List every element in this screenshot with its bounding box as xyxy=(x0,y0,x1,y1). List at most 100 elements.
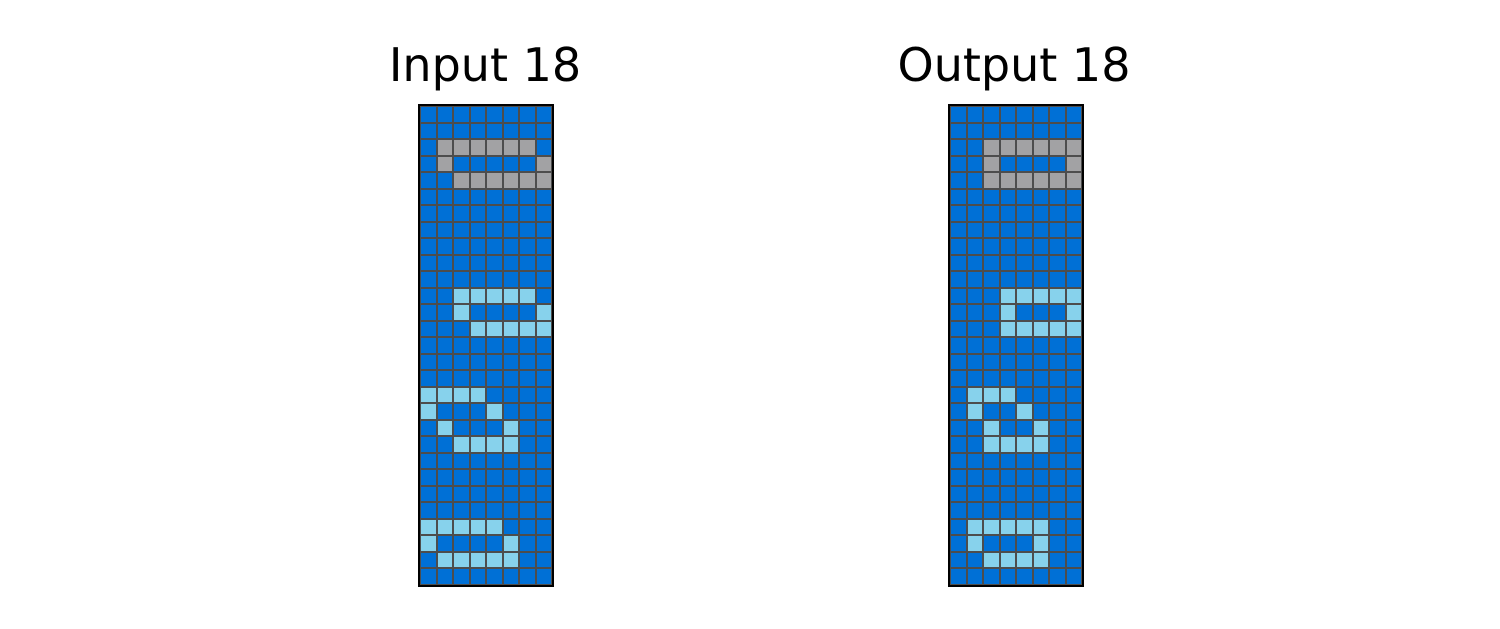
grid-cell xyxy=(984,437,999,452)
grid-cell xyxy=(951,140,966,155)
grid-cell xyxy=(951,503,966,518)
grid-cell xyxy=(437,470,452,485)
grid-cell xyxy=(437,255,452,270)
grid-cell xyxy=(951,519,966,534)
grid-cell xyxy=(1017,140,1032,155)
grid-cell xyxy=(1066,503,1081,518)
grid-cell xyxy=(520,222,535,237)
grid-cell xyxy=(536,338,551,353)
grid-cell xyxy=(1066,321,1081,336)
grid-cell xyxy=(1000,321,1015,336)
grid-cell xyxy=(437,123,452,138)
grid-cell xyxy=(487,470,502,485)
grid-cell xyxy=(1017,255,1032,270)
grid-cell xyxy=(951,123,966,138)
grid-cell xyxy=(487,503,502,518)
grid-cell xyxy=(1033,503,1048,518)
grid-cell xyxy=(454,206,469,221)
grid-cell xyxy=(1000,536,1015,551)
grid-cell xyxy=(967,206,982,221)
grid-cell xyxy=(487,453,502,468)
grid-cell xyxy=(984,255,999,270)
grid-cell xyxy=(421,453,436,468)
grid-cell xyxy=(503,156,518,171)
grid-cell xyxy=(470,239,485,254)
grid-cell xyxy=(1066,239,1081,254)
grid-cell xyxy=(421,156,436,171)
grid-cell xyxy=(520,354,535,369)
grid-cell xyxy=(967,222,982,237)
grid-cell xyxy=(1066,123,1081,138)
grid-cell xyxy=(1017,239,1032,254)
grid-cell xyxy=(1000,255,1015,270)
grid-cell xyxy=(470,503,485,518)
grid-cell xyxy=(951,206,966,221)
grid-cell xyxy=(1000,354,1015,369)
grid-cell xyxy=(487,321,502,336)
grid-cell xyxy=(487,189,502,204)
grid-cell xyxy=(454,123,469,138)
grid-cell xyxy=(520,272,535,287)
grid-cell xyxy=(487,288,502,303)
grid-cell xyxy=(1017,552,1032,567)
grid-cell xyxy=(437,239,452,254)
grid-cell xyxy=(967,156,982,171)
grid-cell xyxy=(1000,189,1015,204)
grid-cell xyxy=(1033,107,1048,122)
grid-cell xyxy=(1000,222,1015,237)
grid-cell xyxy=(984,552,999,567)
grid-cell xyxy=(470,404,485,419)
grid-cell xyxy=(1033,420,1048,435)
grid-cell xyxy=(536,305,551,320)
grid-cell xyxy=(984,371,999,386)
grid-cell xyxy=(967,552,982,567)
grid-cell xyxy=(503,470,518,485)
grid-cell xyxy=(536,486,551,501)
grid-cell xyxy=(487,140,502,155)
grid-cell xyxy=(487,239,502,254)
grid-cell xyxy=(421,503,436,518)
grid-cell xyxy=(1000,173,1015,188)
grid-cell xyxy=(1066,404,1081,419)
grid-cell xyxy=(454,288,469,303)
grid-cell xyxy=(536,536,551,551)
grid-cell xyxy=(487,437,502,452)
grid-cell xyxy=(967,354,982,369)
grid-cell xyxy=(536,387,551,402)
grid-cell xyxy=(503,354,518,369)
grid-cell xyxy=(520,420,535,435)
grid-cell xyxy=(421,470,436,485)
grid-cell xyxy=(1050,470,1065,485)
grid-cell xyxy=(536,140,551,155)
grid-cell xyxy=(1000,569,1015,584)
grid-cell xyxy=(951,437,966,452)
grid-cell xyxy=(1017,107,1032,122)
grid-cell xyxy=(520,387,535,402)
grid-cell xyxy=(421,189,436,204)
grid-cell xyxy=(951,189,966,204)
grid-cell xyxy=(1050,420,1065,435)
grid-cell xyxy=(421,552,436,567)
grid-cell xyxy=(1050,239,1065,254)
grid-cell xyxy=(1017,222,1032,237)
grid-cell xyxy=(520,371,535,386)
grid-cell xyxy=(470,519,485,534)
grid-cell xyxy=(454,387,469,402)
grid-cell xyxy=(520,239,535,254)
grid-cell xyxy=(503,536,518,551)
grid-cell xyxy=(1050,519,1065,534)
grid-cell xyxy=(1000,206,1015,221)
grid-cell xyxy=(487,222,502,237)
grid-cell xyxy=(454,420,469,435)
grid-cell xyxy=(503,420,518,435)
grid-cell xyxy=(1017,387,1032,402)
grid-cell xyxy=(520,453,535,468)
grid-cell xyxy=(1050,404,1065,419)
grid-cell xyxy=(984,486,999,501)
grid-cell xyxy=(470,470,485,485)
grid-cell xyxy=(951,453,966,468)
grid-cell xyxy=(951,288,966,303)
grid-cell xyxy=(951,239,966,254)
grid-cell xyxy=(967,453,982,468)
grid-cell xyxy=(1033,354,1048,369)
